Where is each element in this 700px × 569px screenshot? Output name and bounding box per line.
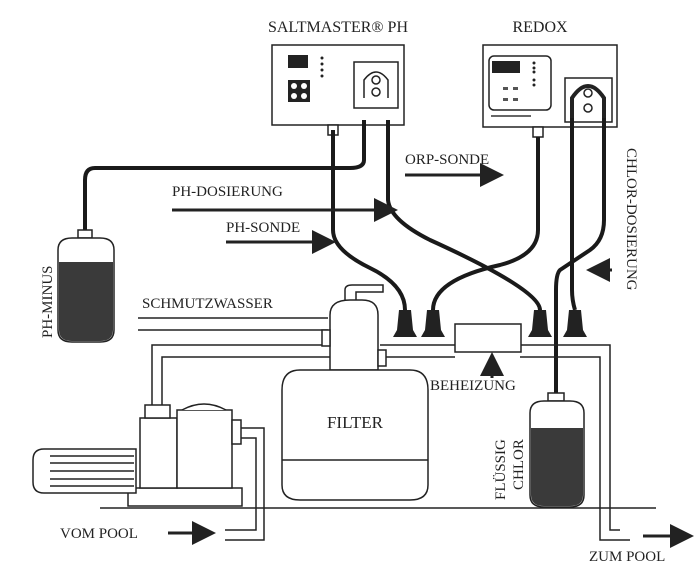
ph-controller-unit [271, 44, 405, 136]
ph-minus-suction-hose [83, 120, 366, 232]
dirty-water-label: SCHMUTZWASSER [142, 296, 273, 312]
heater [454, 323, 522, 353]
probe-fittings [393, 310, 587, 337]
orp-probe-label: ORP-SONDE [405, 152, 489, 168]
ph-probe-cable [331, 130, 407, 311]
to-pool-label: ZUM POOL [589, 549, 665, 565]
chlorine-suction-hose [554, 118, 606, 400]
ph-minus-tank [57, 229, 115, 343]
filter-tank [281, 284, 429, 501]
ph-dosing-hose [386, 120, 542, 311]
pool-pump [32, 403, 265, 541]
orp-probe-cable [431, 137, 540, 311]
liquid-chlorine-label-line1: FLÜSSIG [492, 439, 509, 500]
liquid-chlorine-label-line2: CHLOR [511, 439, 527, 490]
ph-pump-head [353, 61, 399, 109]
redox-controller-title: REDOX [512, 19, 568, 36]
filter-label: FILTER [327, 413, 384, 432]
ph-probe-label: PH-SONDE [226, 220, 300, 236]
chlorine-dosing-label: CHLOR-DOSIERUNG [623, 148, 639, 291]
ph-controller-title: SALTMASTER® PH [268, 19, 408, 36]
from-pool-label: VOM POOL [60, 526, 138, 542]
liquid-chlorine-tank [529, 392, 585, 508]
ph-minus-label: PH-MINUS [40, 265, 56, 338]
ph-dosing-label: PH-DOSIERUNG [172, 184, 283, 200]
chlorine-dosing-hose [570, 118, 577, 311]
redox-controller-unit [482, 44, 618, 138]
heating-label: BEHEIZUNG [430, 378, 516, 394]
